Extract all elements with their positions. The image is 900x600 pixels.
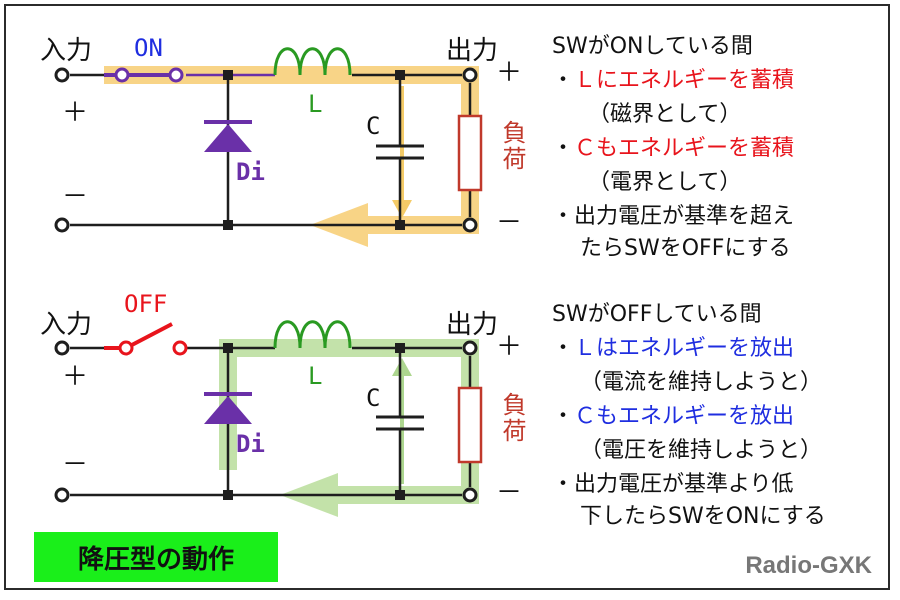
bottom-note-1-sub: （電流を維持しようと）: [580, 370, 823, 395]
top-note-bullet-3: ・: [552, 204, 575, 229]
bottom-note-bullet-2: ・: [552, 404, 575, 429]
top-inductor: [273, 47, 352, 76]
top-junction-dot: [395, 70, 405, 80]
top-note-bullet-2: ・: [552, 136, 575, 161]
top-note-2: Ｃもエネルギーを蓄積: [574, 136, 795, 161]
bottom-load-resistor: [457, 386, 483, 464]
bottom-output-minus-terminal: [462, 487, 478, 503]
top-switch-label: ON: [134, 34, 163, 62]
top-output-plus-terminal: [462, 67, 478, 83]
top-note-1: Ｌにエネルギーを蓄積: [574, 68, 795, 93]
top-input-label: 入力: [40, 36, 93, 66]
bottom-junction-dot: [223, 490, 233, 500]
bottom-junction-dot: [395, 490, 405, 500]
top-circuit: [54, 47, 483, 247]
top-cap-label: C: [366, 112, 381, 140]
bottom-note-2: Ｃもエネルギーを放出: [574, 404, 795, 429]
top-plus-right: ＋: [496, 58, 523, 88]
bottom-input-label: 入力: [40, 310, 93, 340]
bottom-load-label: 負荷: [498, 392, 526, 444]
top-current-path: [104, 66, 479, 247]
caption-badge: 降圧型の動作: [34, 532, 278, 582]
bottom-output-label: 出力: [446, 310, 499, 340]
bottom-plus-left: ＋: [62, 362, 89, 392]
bottom-switch-label: OFF: [124, 290, 168, 318]
bottom-cap-label: C: [366, 384, 381, 412]
top-output-label: 出力: [446, 36, 499, 66]
top-minus-right: －: [496, 208, 523, 238]
bottom-capacitor: [376, 415, 424, 431]
brand-watermark: Radio-GXK: [745, 552, 872, 579]
top-diode-label: Di: [236, 158, 265, 186]
top-input-minus-terminal: [54, 217, 70, 233]
bottom-minus-right: －: [496, 478, 523, 508]
top-plus-left: ＋: [62, 98, 89, 128]
top-inductor-label: L: [308, 90, 323, 118]
bottom-junction-dot: [395, 343, 405, 353]
top-note-3-cont: たらSWをOFFにする: [580, 236, 791, 261]
bottom-notes-heading: SWがOFFしている間: [552, 302, 762, 327]
top-diode: [204, 120, 252, 152]
bottom-diode-label: Di: [236, 430, 265, 458]
bottom-inductor-label: L: [308, 362, 323, 390]
bottom-note-1: Ｌはエネルギーを放出: [574, 336, 795, 361]
bottom-note-3: 出力電圧が基準より低: [574, 472, 794, 497]
bottom-note-bullet-3: ・: [552, 472, 575, 497]
top-load-label: 負荷: [498, 120, 526, 172]
bottom-inductor: [273, 320, 352, 349]
bottom-note-2-sub: （電圧を維持しようと）: [580, 438, 823, 463]
bottom-plus-right: ＋: [496, 332, 523, 362]
bottom-junction-dot: [223, 343, 233, 353]
top-note-bullet-1: ・: [552, 68, 575, 93]
bottom-input-minus-terminal: [54, 487, 70, 503]
bottom-minus-left: －: [62, 450, 89, 480]
top-switch-on: [104, 67, 184, 83]
top-load-resistor: [457, 114, 483, 192]
top-note-1-sub: （磁界として）: [588, 102, 742, 127]
outer-frame: [4, 4, 890, 590]
bottom-input-plus-terminal: [54, 340, 70, 356]
top-input-plus-terminal: [54, 67, 70, 83]
top-junction-dot: [223, 220, 233, 230]
top-capacitor: [376, 144, 424, 160]
bottom-diode: [204, 392, 252, 424]
top-minus-left: －: [62, 182, 89, 212]
bottom-output-plus-terminal: [462, 340, 478, 356]
top-note-3: 出力電圧が基準を超え: [574, 204, 795, 229]
bottom-switch-off: [104, 322, 188, 356]
bottom-circuit: [54, 320, 483, 517]
top-junction-dot: [223, 70, 233, 80]
top-note-2-sub: （電界として）: [588, 170, 742, 195]
top-notes-heading: SWがONしている間: [552, 34, 753, 59]
top-output-minus-terminal: [462, 217, 478, 233]
top-junction-dot: [395, 220, 405, 230]
bottom-note-bullet-1: ・: [552, 336, 575, 361]
bottom-note-3-cont: 下したらSWをONにする: [580, 504, 826, 529]
